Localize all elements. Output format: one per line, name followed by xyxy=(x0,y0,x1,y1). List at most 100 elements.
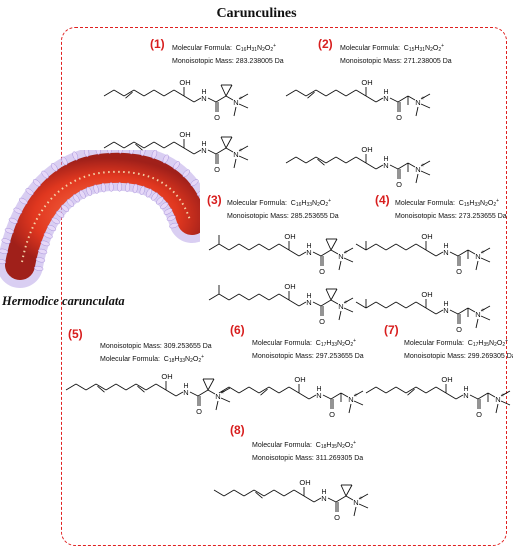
ammonium-n: N xyxy=(338,302,343,311)
worm-spine xyxy=(156,196,164,205)
bond xyxy=(263,489,275,497)
bond xyxy=(327,497,337,503)
amide-n: N xyxy=(321,494,326,503)
ammonium-n: N xyxy=(233,150,238,159)
n-methyl xyxy=(238,145,249,152)
worm-spine xyxy=(1,238,11,244)
bond xyxy=(223,489,235,497)
bond xyxy=(258,243,270,251)
bond xyxy=(145,383,157,391)
worm-spine xyxy=(166,215,176,222)
bond xyxy=(477,392,489,400)
bond xyxy=(330,299,339,305)
n-methyl xyxy=(353,400,364,406)
worm-spine xyxy=(151,192,159,201)
bond xyxy=(273,489,285,497)
bond xyxy=(345,495,354,501)
bond xyxy=(218,293,230,301)
bond xyxy=(228,243,240,251)
cyclopropane-bond xyxy=(340,484,347,497)
compound-number-7: (7) xyxy=(384,323,399,337)
n-methyl xyxy=(348,403,352,414)
n-methyl xyxy=(420,160,431,167)
ammonium-n: N xyxy=(348,395,353,404)
bond xyxy=(298,251,307,257)
bond xyxy=(340,392,349,398)
amide-h: H xyxy=(443,301,448,308)
bond xyxy=(312,251,322,257)
mass-line: Monoisotopic Mass: 285.253655 Da xyxy=(227,213,339,220)
carbonyl-o: O xyxy=(396,113,402,122)
mass-line: Monoisotopic Mass: 299.269305 Da xyxy=(404,353,513,360)
bond xyxy=(305,156,317,164)
compound-number-4: (4) xyxy=(375,193,390,207)
compound-number-2: (2) xyxy=(318,37,333,51)
bond xyxy=(405,301,417,309)
double-bond xyxy=(317,158,325,166)
bond xyxy=(375,243,387,251)
bond xyxy=(395,243,407,251)
double-bond xyxy=(137,385,145,393)
bond xyxy=(215,147,227,155)
hydroxyl-label: OH xyxy=(179,130,190,139)
charge-label: + xyxy=(344,250,348,256)
carbonyl-o: O xyxy=(329,410,335,419)
bond xyxy=(405,243,417,251)
worm-spine xyxy=(139,185,146,195)
amide-h: H xyxy=(201,141,206,148)
charge-label: + xyxy=(501,393,505,399)
n-methyl xyxy=(500,400,511,406)
worm-spine xyxy=(61,156,68,166)
worm-spine xyxy=(19,197,28,205)
amide-h: H xyxy=(321,489,326,496)
amide-h: H xyxy=(383,89,388,96)
charge-label: + xyxy=(421,96,425,102)
n-methyl xyxy=(343,247,354,254)
bond xyxy=(225,147,234,153)
bond xyxy=(153,89,165,97)
worm-spine xyxy=(93,184,99,194)
bond xyxy=(215,95,227,103)
bond xyxy=(278,243,290,251)
bond xyxy=(469,394,479,400)
bond xyxy=(95,383,107,391)
carbonyl-o: O xyxy=(214,113,220,122)
bond xyxy=(218,243,230,251)
n-methyl xyxy=(495,403,499,414)
bond xyxy=(243,489,255,497)
bond xyxy=(293,489,305,497)
bond xyxy=(375,301,387,309)
worm-spine xyxy=(61,204,69,212)
bond xyxy=(375,164,384,170)
amide-n: N xyxy=(383,161,388,170)
bond xyxy=(325,156,337,164)
formula-line: Molecular Formula: C16H33N2O2+ xyxy=(227,198,332,208)
bond xyxy=(115,383,127,391)
worm-spine xyxy=(117,150,123,154)
worm-spine xyxy=(43,232,53,239)
bond xyxy=(288,249,300,257)
n-methyl xyxy=(353,390,364,397)
bond xyxy=(335,495,347,503)
bond xyxy=(238,243,250,251)
worm-spine xyxy=(25,188,34,196)
bond xyxy=(365,162,377,170)
worm-spine xyxy=(145,188,152,198)
bond xyxy=(153,141,165,149)
bond xyxy=(75,383,87,391)
bond xyxy=(365,243,377,251)
n-methyl xyxy=(480,257,491,263)
bond xyxy=(315,89,327,97)
amide-n: N xyxy=(306,298,311,307)
ammonium-n: N xyxy=(415,98,420,107)
bond xyxy=(248,243,260,251)
bond xyxy=(467,249,476,255)
amide-n: N xyxy=(201,94,206,103)
bond xyxy=(457,307,469,315)
n-methyl xyxy=(420,93,431,100)
bond xyxy=(355,301,367,309)
